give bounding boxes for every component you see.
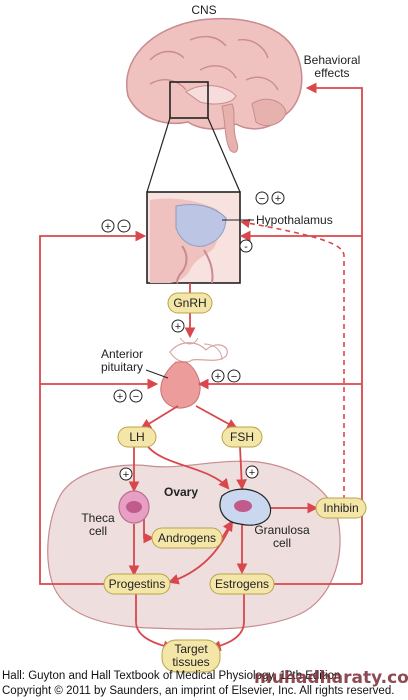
- inhibin-feedback-dashed: [240, 218, 345, 500]
- pituitary-right-signs: + −: [211, 369, 241, 383]
- feedback-signs: + − − + - + + − + −: [101, 191, 285, 481]
- progestins-pill: Progestins: [103, 573, 171, 595]
- dash-sign: -: [244, 241, 248, 253]
- lh-label: LH: [129, 430, 144, 444]
- lh-pill: LH: [117, 426, 157, 448]
- hypothalamus-label: Hypothalamus: [256, 213, 333, 227]
- minus-sign: −: [231, 371, 237, 383]
- fsh-label: FSH: [230, 430, 254, 444]
- minus-sign: −: [259, 193, 265, 205]
- anterior-pituitary-label-line1: Anterior: [101, 347, 143, 361]
- caption-line1: Hall: Guyton and Hall Textbook of Medica…: [2, 670, 341, 682]
- plus-sign: +: [123, 469, 129, 481]
- gnrh-label: GnRH: [173, 296, 206, 310]
- inhibin-pill: Inhibin: [315, 497, 367, 519]
- watermark: muhadharaty.com: [254, 668, 408, 688]
- target-label-line1: Target: [174, 642, 208, 656]
- hypothalamus-inset: [146, 191, 241, 284]
- minus-sign: −: [133, 391, 139, 403]
- theca-label-line2: cell: [89, 524, 107, 538]
- pathway-arrows: [39, 82, 363, 652]
- estrogens-pill: Estrogens: [209, 573, 275, 595]
- behavioral-label-line2: effects: [314, 66, 349, 80]
- plus-sign: +: [105, 221, 111, 233]
- plus-sign: +: [215, 371, 221, 383]
- granulosa-label-line1: Granulosa: [254, 523, 310, 537]
- plus-sign: +: [117, 391, 123, 403]
- pituitary-illustration: [160, 337, 228, 409]
- target-tissues-pill: Target tissues: [161, 639, 221, 673]
- brain-illustration: [126, 17, 303, 153]
- androgens-pill: Androgens: [151, 527, 223, 549]
- caption-line2: Copyright © 2011 by Saunders, an imprint…: [2, 685, 395, 697]
- fsh-pill: FSH: [221, 426, 263, 448]
- gnrh-sign: +: [171, 319, 185, 333]
- pituitary-leader: [145, 369, 169, 379]
- behavioral-label-line1: Behavioral: [304, 53, 361, 67]
- plus-sign: +: [275, 193, 281, 205]
- target-label-line2: tissues: [172, 655, 209, 669]
- plus-sign: +: [175, 321, 181, 333]
- lh-theca-sign: +: [119, 467, 133, 481]
- hypothalamus-right-signs: − +: [255, 191, 285, 205]
- cns-label: CNS: [191, 3, 216, 17]
- hypothalamus-left-signs: + −: [101, 219, 131, 233]
- plus-sign: +: [249, 467, 255, 479]
- minus-sign: −: [121, 221, 127, 233]
- inhibin-sign: -: [239, 239, 253, 253]
- ovary-label: Ovary: [164, 485, 198, 499]
- anterior-pituitary-label-line2: pituitary: [101, 360, 143, 374]
- theca-label-line1: Theca: [81, 511, 115, 525]
- granulosa-cell: [219, 488, 272, 526]
- theca-cell: [118, 490, 150, 524]
- androgens-label: Androgens: [158, 531, 216, 545]
- fsh-granulosa-sign: +: [245, 465, 259, 479]
- inhibin-label: Inhibin: [323, 501, 358, 515]
- granulosa-label-line2: cell: [273, 536, 291, 550]
- progestins-label: Progestins: [109, 577, 166, 591]
- estrogens-label: Estrogens: [215, 577, 269, 591]
- gnrh-pill: GnRH: [167, 292, 213, 314]
- pituitary-left-signs: + −: [113, 389, 143, 403]
- zoom-connector: [146, 117, 241, 193]
